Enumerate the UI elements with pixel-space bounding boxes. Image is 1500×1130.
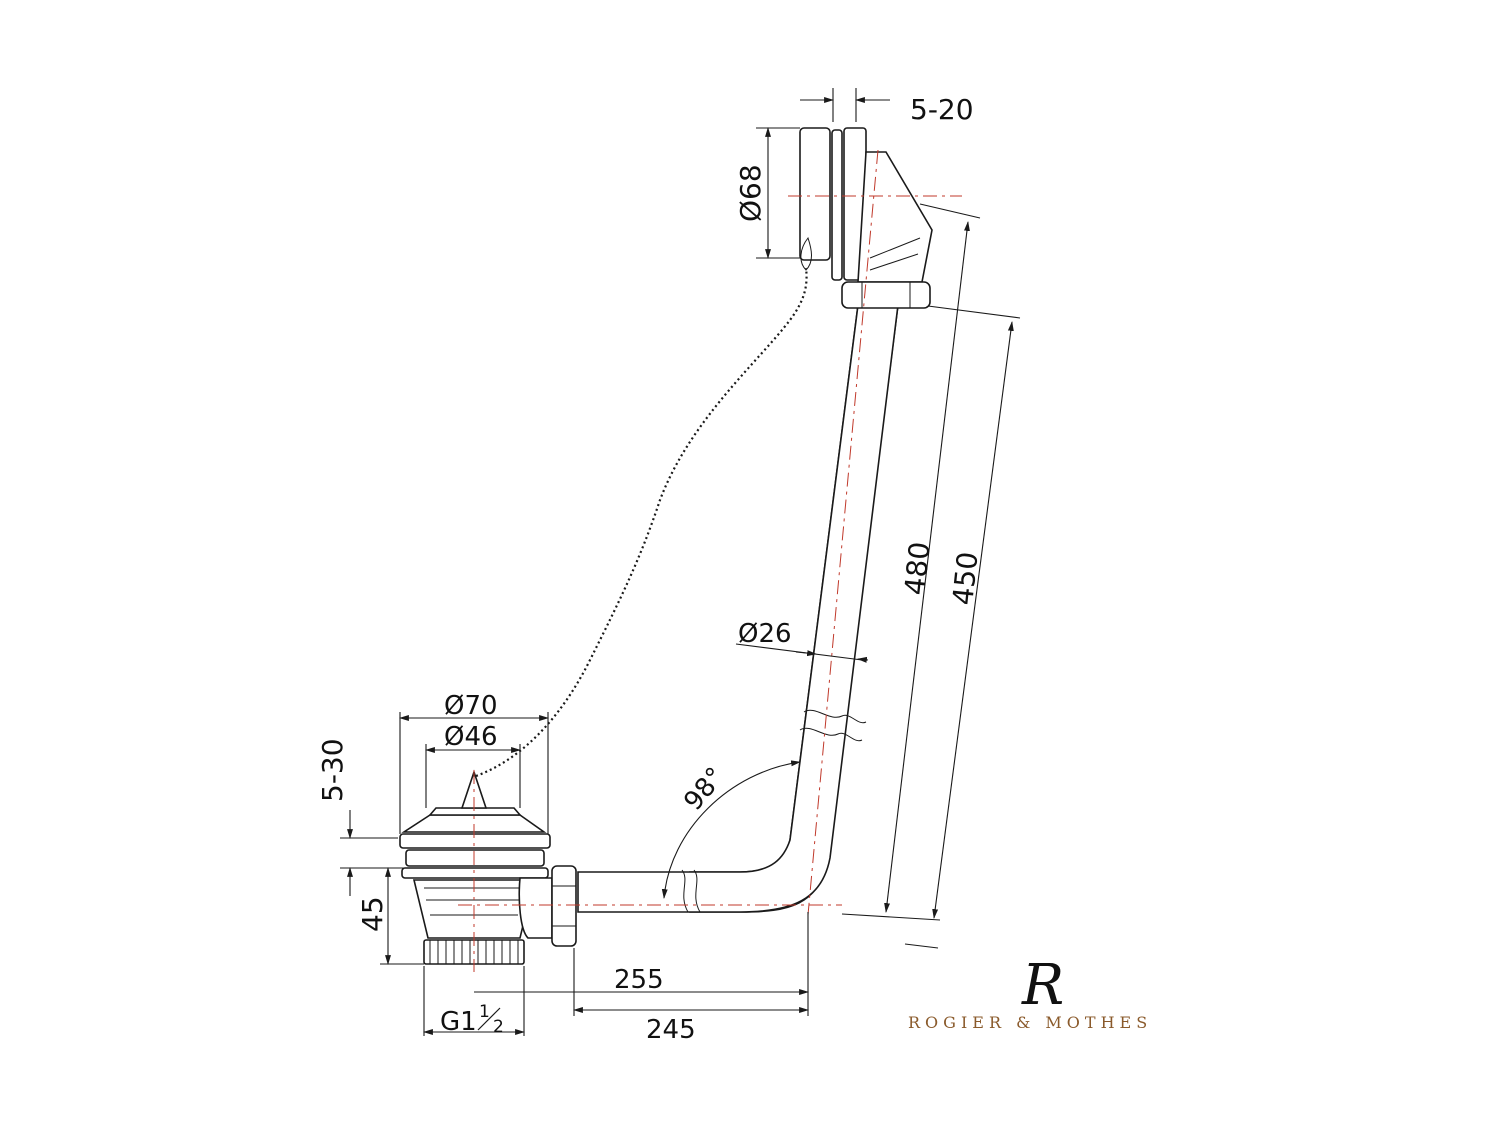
dim-waste-height: 45 [356, 896, 389, 932]
dim-thread-fraction-den: 2 [493, 1017, 504, 1037]
dim-waste-inner-diameter: Ø46 [444, 722, 498, 752]
dim-overflow-height-short: 450 [946, 550, 984, 607]
overflow-head [799, 127, 933, 309]
dim-overflow-height-long: 480 [898, 540, 936, 597]
dim-overflow-diameter: Ø68 [734, 164, 767, 222]
overflow-nut [841, 281, 931, 309]
dim-horizontal-long: 255 [614, 965, 664, 995]
dim-thread-size: G1 [440, 1007, 477, 1037]
thread-fraction-bar [477, 1007, 501, 1031]
dim-thread-fraction-num: 1 [479, 1002, 490, 1022]
chain [475, 267, 808, 778]
brand-monogram: R [1021, 953, 1069, 1018]
overflow-tube [577, 304, 899, 913]
axis-lines [458, 149, 962, 972]
waste-nut [551, 865, 577, 947]
dimension-lines [340, 88, 1021, 1036]
dim-horizontal-short: 245 [646, 1015, 696, 1045]
dim-pipe-diameter: Ø26 [738, 619, 792, 649]
brand-logo: R ROGIER & MOTHES [908, 953, 1152, 1032]
dim-waste-outer-diameter: Ø70 [444, 691, 498, 721]
dim-overflow-gap: 5-20 [910, 93, 974, 126]
dim-waste-gap: 5-30 [316, 738, 349, 802]
brand-name: ROGIER & MOTHES [908, 1013, 1152, 1032]
dimension-labels: 5-20 Ø68 480 450 Ø26 Ø70 Ø46 5-30 45 98°… [316, 93, 985, 1045]
dim-bend-angle: 98° [678, 762, 731, 817]
